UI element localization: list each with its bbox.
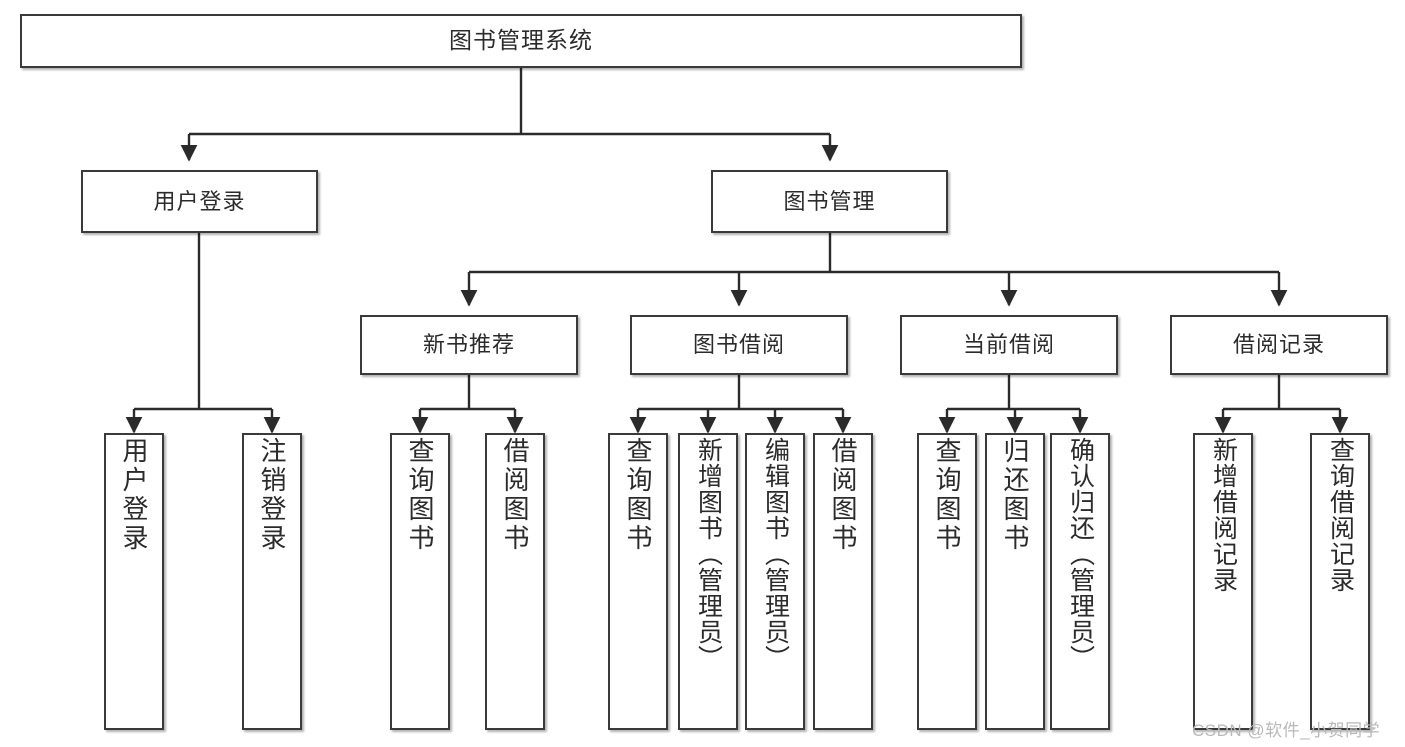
node-book-borrow[interactable]: 图书借阅	[630, 315, 848, 375]
node-label: 注销登录	[257, 437, 287, 553]
node-leaf-add-book[interactable]: 新增图书（管理员）	[678, 433, 738, 730]
node-label: 用户登录	[153, 188, 246, 214]
node-user-login[interactable]: 用户登录	[81, 170, 318, 233]
node-label: 借阅图书	[828, 437, 858, 553]
node-label: 图书借阅	[692, 332, 785, 358]
node-label: 新增借阅记录	[1209, 437, 1238, 593]
node-leaf-add-borrow-record[interactable]: 新增借阅记录	[1193, 433, 1253, 730]
node-leaf-borrow-book-recommend[interactable]: 借阅图书	[485, 433, 545, 730]
node-label: 图书管理系统	[449, 27, 593, 54]
node-leaf-confirm-return[interactable]: 确认归还（管理员）	[1050, 433, 1110, 730]
node-leaf-query-book-recommend[interactable]: 查询图书	[390, 433, 450, 730]
node-label: 查询图书	[623, 437, 653, 553]
node-label: 查询借阅记录	[1326, 437, 1355, 593]
csdn-watermark: CSDN @软件_小贺同学	[1192, 721, 1381, 740]
node-label: 图书管理	[783, 188, 876, 214]
node-leaf-query-book-borrow[interactable]: 查询图书	[608, 433, 668, 730]
node-book-management[interactable]: 图书管理	[711, 170, 948, 233]
node-label: 当前借阅	[962, 332, 1055, 358]
node-leaf-logout[interactable]: 注销登录	[242, 433, 302, 730]
node-borrow-record[interactable]: 借阅记录	[1170, 315, 1388, 375]
node-leaf-return-book[interactable]: 归还图书	[985, 433, 1045, 730]
node-label: 查询图书	[932, 437, 962, 553]
node-leaf-query-book-current[interactable]: 查询图书	[917, 433, 977, 730]
node-new-book-recommend[interactable]: 新书推荐	[360, 315, 578, 375]
node-label: 借阅图书	[500, 437, 530, 553]
node-label: 借阅记录	[1232, 332, 1325, 358]
node-root-system[interactable]: 图书管理系统	[20, 14, 1022, 68]
node-label: 归还图书	[1000, 437, 1030, 553]
node-leaf-edit-book[interactable]: 编辑图书（管理员）	[745, 433, 805, 730]
node-label: 编辑图书（管理员）	[761, 437, 790, 671]
node-current-borrow[interactable]: 当前借阅	[900, 315, 1118, 375]
node-leaf-user-login[interactable]: 用户登录	[104, 433, 164, 730]
node-label: 确认归还（管理员）	[1066, 437, 1095, 671]
node-leaf-borrow-book[interactable]: 借阅图书	[813, 433, 873, 730]
node-leaf-query-borrow-record[interactable]: 查询借阅记录	[1310, 433, 1370, 730]
node-label: 新书推荐	[422, 332, 515, 358]
node-label: 查询图书	[405, 437, 435, 553]
node-label: 用户登录	[119, 437, 149, 553]
node-label: 新增图书（管理员）	[694, 437, 723, 671]
